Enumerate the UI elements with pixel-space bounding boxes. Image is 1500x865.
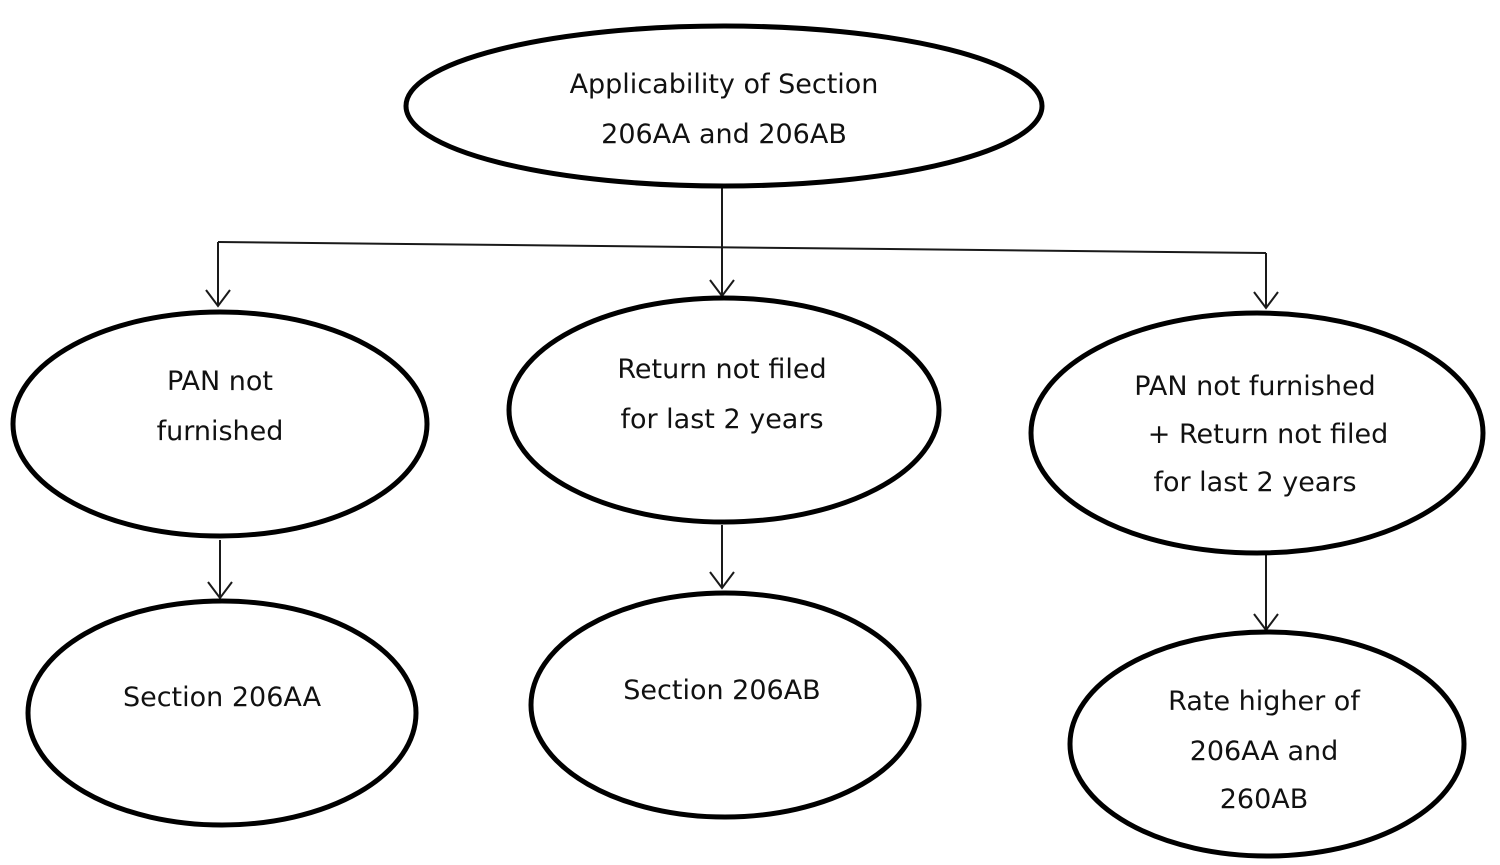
node-return-not-filed: Return not filed for last 2 years	[506, 295, 942, 525]
node-root-label-line1: Applicability of Section	[570, 69, 879, 100]
node-pan-and-return: PAN not furnished + Return not filed for…	[1028, 310, 1486, 556]
node-section-206ab: Section 206AB	[528, 590, 922, 820]
node-higher-shape	[1067, 629, 1467, 859]
node-both-label-line2: + Return not filed	[1148, 419, 1388, 450]
node-higher-label-line2: 206AA and	[1190, 736, 1339, 767]
node-higher-label-line3: 260AB	[1220, 784, 1309, 815]
node-206aa-shape	[25, 598, 419, 828]
node-both-shape	[1028, 310, 1486, 556]
node-root: Applicability of Section 206AA and 206AB	[403, 23, 1045, 189]
node-section-206aa: Section 206AA	[25, 598, 419, 828]
connector-bus	[217, 241, 1267, 254]
node-higher-label-line1: Rate higher of	[1168, 686, 1361, 717]
arrowhead-both	[1253, 291, 1279, 310]
node-both-label-line3: for last 2 years	[1153, 467, 1356, 498]
node-206ab-shape	[528, 590, 922, 820]
node-206ab-label: Section 206AB	[623, 675, 820, 706]
node-return-label-line2: for last 2 years	[620, 404, 823, 435]
node-pan-label-line2: furnished	[157, 416, 284, 447]
node-206aa-label: Section 206AA	[123, 682, 322, 713]
node-root-label-line2: 206AA and 206AB	[601, 119, 847, 150]
node-rate-higher: Rate higher of 206AA and 260AB	[1067, 629, 1467, 859]
node-pan-label-line1: PAN not	[167, 366, 273, 397]
node-pan-shape	[10, 309, 430, 539]
node-both-label-line1: PAN not furnished	[1134, 371, 1375, 402]
node-return-shape	[506, 295, 942, 525]
node-return-label-line1: Return not filed	[617, 354, 826, 385]
arrowhead-206aa	[207, 581, 233, 600]
arrowhead-pan	[205, 289, 231, 308]
node-root-shape	[403, 23, 1045, 189]
node-pan-not-furnished: PAN not furnished	[10, 309, 430, 539]
arrowhead-206ab	[709, 571, 735, 590]
